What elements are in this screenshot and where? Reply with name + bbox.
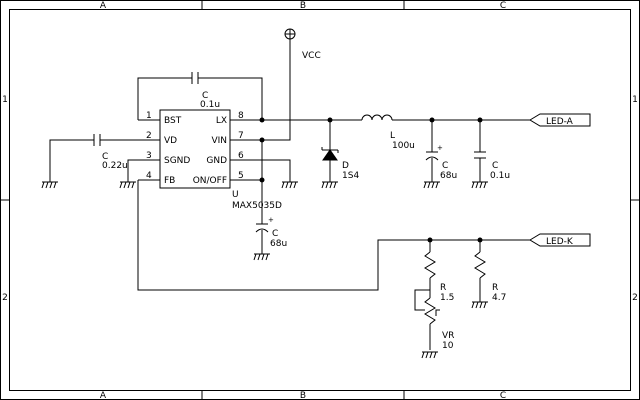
ground-symbol [253,253,270,261]
c-in-ref: C [272,229,278,239]
zone-col-c-top: C [500,1,506,11]
zone-col-a-top: A [100,1,107,11]
zone-col-a-bottom: A [100,391,107,400]
led-a-label: LED-A [546,117,574,127]
vr-value: 10 [442,341,454,351]
svg-text:+: + [268,216,274,224]
vcc-label: VCC [302,51,321,61]
ground-symbol [281,181,298,189]
c-boot-value: 0.1u [200,100,220,110]
r-sense-value: 4.7 [492,293,506,303]
r-sense-ref: R [492,283,498,293]
pin-7-name: VIN [211,136,227,146]
pin-2-number: 2 [146,131,152,141]
sense-resistor: R 4.7 [474,237,506,303]
pin-1-number: 1 [146,111,152,121]
variable-resistor: VR 10 [414,289,454,351]
ic-ref: U [232,190,239,200]
r-fb-ref: R [440,283,446,293]
r-fb-value: 1.5 [440,293,454,303]
pin-5-number: 5 [238,171,244,181]
zone-col-b-bottom: B [300,391,306,400]
led-a-port: LED-A [529,113,591,127]
pin-7-number: 7 [238,131,244,141]
ground-symbol [423,181,440,189]
diode-ref: D [342,161,349,171]
vd-capacitor: C 0.22u [49,134,138,182]
pin-8-name: LX [216,116,227,126]
pin-4-number: 4 [146,171,152,181]
c-vd-value: 0.22u [102,161,128,171]
pin-5-name: ON/OFF [193,176,227,186]
pin-1-name: BST [164,116,182,126]
output-capacitor-electrolytic: + C 68u [425,117,457,182]
feedback-resistor: R 1.5 [424,237,454,303]
ic-body [159,109,231,189]
ground-symbol [471,301,488,309]
c-boot-ref: C [202,91,208,101]
pin-2-name: VD [164,136,177,146]
pin-6-number: 6 [238,151,244,161]
vcc-rail: VCC [262,28,321,141]
led-k-label: LED-K [546,237,574,247]
pin-3-number: 3 [146,151,152,161]
input-capacitor: + C 68u [255,137,287,254]
feedback-trace [137,180,530,291]
inductor-ref: L [390,131,395,141]
pin-6-name: GND [206,156,227,166]
c-in-value: 68u [270,239,287,249]
svg-text:+: + [437,144,443,152]
c-out1-value: 68u [440,171,457,181]
pin-8-number: 8 [238,111,244,121]
ic-max5035d: 1 2 3 4 BST VD SGND FB 8 7 6 5 LX VIN GN… [138,109,282,211]
pin-3-name: SGND [164,156,190,166]
inductor-value: 100u [392,141,415,151]
zone-row-2-left: 2 [2,293,8,303]
led-k-port: LED-K [529,233,591,247]
c-vd-ref: C [102,152,108,162]
diode-value: 1S4 [342,171,359,181]
vr-ref: VR [442,331,454,341]
ground-symbol [41,181,58,189]
ground-symbol [119,181,136,189]
ground-symbol [321,181,338,189]
zone-col-b-top: B [300,1,306,11]
ground-symbol [471,181,488,189]
schottky-diode: D 1S4 [321,120,359,182]
bootstrap-capacitor: C 0.1u [137,72,263,120]
output-capacitor-ceramic: C 0.1u [474,117,510,182]
zone-col-c-bottom: C [500,391,506,400]
ic-part: MAX5035D [232,201,282,211]
inductor: L 100u [361,114,530,151]
zone-row-1-left: 1 [2,95,8,105]
c-out1-ref: C [442,161,448,171]
c-out2-value: 0.1u [490,171,510,181]
inner-frame [9,9,631,391]
ground-symbol [421,351,438,359]
c-out2-ref: C [492,161,498,171]
zone-row-2-right: 2 [632,293,638,303]
zone-row-1-right: 1 [632,95,638,105]
pin-4-name: FB [164,176,175,186]
